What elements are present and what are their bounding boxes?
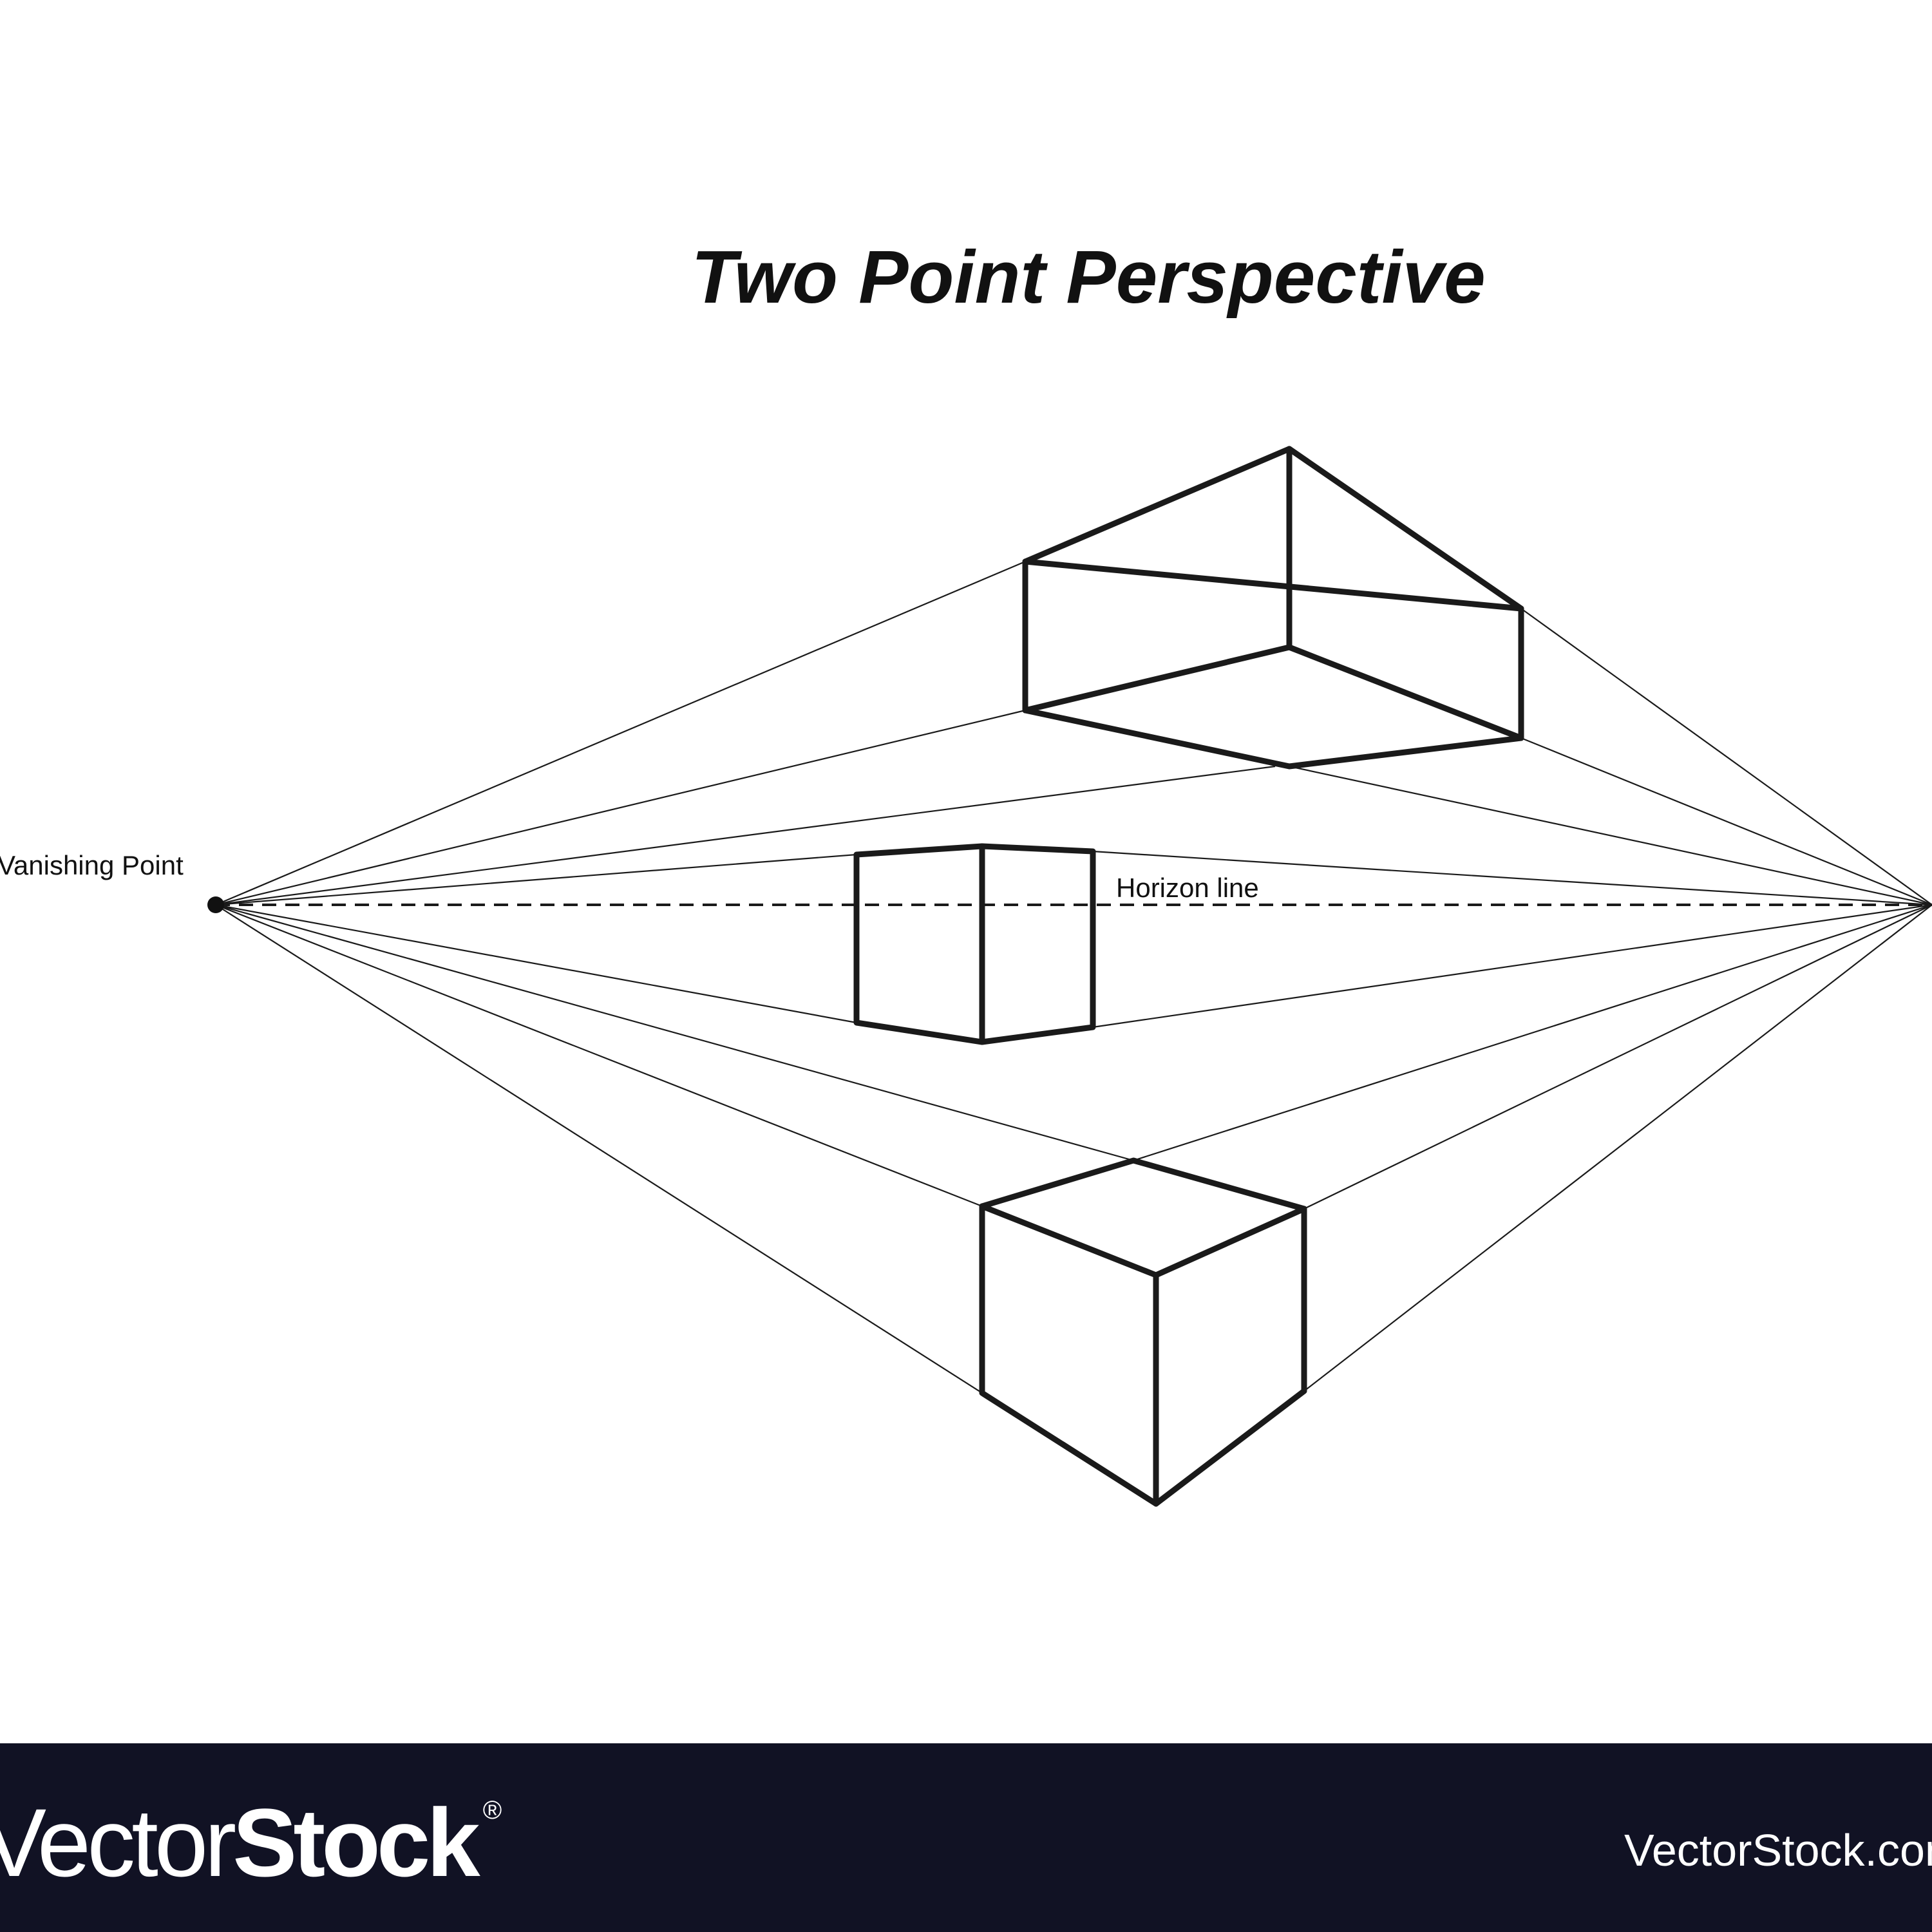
box-above-horizon [1022, 446, 1524, 770]
vanishing-point-dot [207, 896, 224, 913]
guide-line [1092, 850, 1932, 906]
left-guide-lines [215, 560, 1276, 1394]
box-edge [1022, 558, 1524, 770]
diagram-title: Two Point Perspective [691, 235, 1485, 319]
vectorstock-logo: VectorStock® [0, 1787, 502, 1899]
guide-line [215, 904, 857, 1024]
box-edge [979, 1157, 1307, 1507]
logo-text-vector: Vector [0, 1788, 236, 1897]
perspective-diagram: Two Point Perspective Vanishing Point Ho… [0, 235, 1932, 1507]
guide-line [1520, 608, 1932, 905]
vanishing-point-label: Vanishing Point [0, 850, 184, 880]
box-below-horizon [979, 1157, 1307, 1507]
guide-line [215, 904, 1134, 1162]
box-on-horizon [853, 843, 1096, 1045]
guide-line [215, 709, 1026, 906]
guide-line [1303, 904, 1932, 1209]
box-edge [1022, 446, 1293, 714]
guide-line [1092, 904, 1932, 1028]
guide-line [1289, 765, 1932, 906]
registered-mark: ® [482, 1796, 502, 1824]
guide-line [215, 560, 1026, 906]
box-edge [1286, 644, 1524, 741]
watermark-footer: VectorStock® VectorStock.com [0, 1743, 1932, 1932]
guide-line [215, 765, 1276, 906]
site-url: VectorStock.com [1624, 1825, 1932, 1875]
box-edge [853, 843, 1096, 1045]
guide-line [215, 904, 983, 1394]
box-edge [979, 1203, 1307, 1278]
logo-text-stock: Stock [232, 1788, 480, 1897]
guide-line [1133, 904, 1932, 1162]
guide-line [1520, 737, 1932, 906]
guide-line [215, 904, 983, 1208]
right-guide-lines [1092, 608, 1932, 1392]
guide-line [1303, 904, 1932, 1392]
guide-line [215, 853, 857, 906]
horizon-line-label: Horizon line [1116, 873, 1259, 903]
